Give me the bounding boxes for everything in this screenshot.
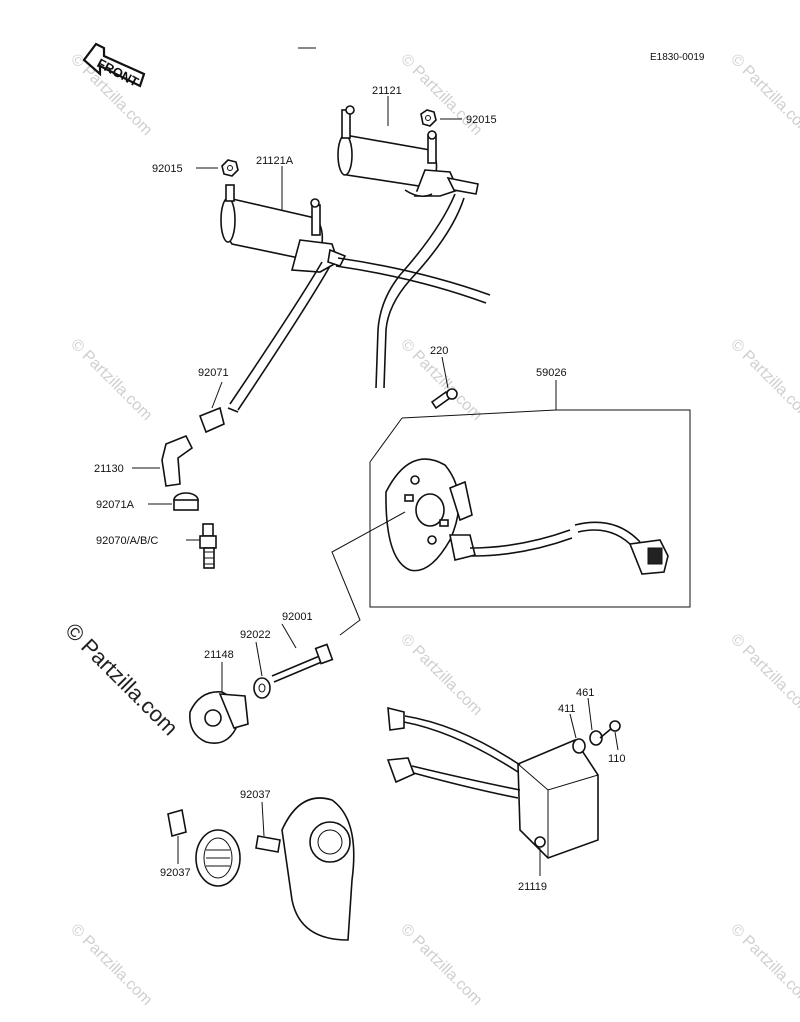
partzilla-watermark-large: © Partzilla.com [60,618,183,741]
watermark-text: © Partzilla.com [727,631,800,719]
label-21119: 21119 [518,881,547,893]
regulator-21119 [386,706,599,859]
generator-cover [281,797,355,941]
watermark-text: © Partzilla.com [397,921,485,1009]
watermark-text: © Partzilla.com [67,921,155,1009]
timing-advancer-21148 [189,691,249,744]
label-21130: 21130 [94,463,124,475]
ignition-coil-left [220,184,347,273]
washer-461 [589,730,603,746]
label-92015-right: 92015 [466,114,497,126]
cover-gasket [195,829,241,887]
bolt-110 [599,727,613,739]
label-92015-left: 92015 [152,163,183,175]
label-59026: 59026 [536,367,567,379]
washer-411 [572,738,586,754]
label-92037-bottom: 92037 [160,867,191,879]
watermark-text: © Partzilla.com [727,921,800,1009]
bolt-92001 [271,643,334,683]
label-92071: 92071 [198,367,229,379]
watermark-text: © Partzilla.com [67,336,155,424]
regulator-hardware [572,720,621,754]
pickup-coil-assembly [369,380,691,608]
label-21148: 21148 [204,649,234,661]
watermark-text: © Partzilla.com [727,51,800,139]
callout-labels: 21121 92015 92015 21121A 220 59026 92071… [94,85,626,893]
label-461: 461 [576,687,594,699]
label-92071A: 92071A [96,499,135,511]
diagram-code: E1830-0019 [650,52,705,63]
high-tension-leads [229,193,491,411]
spark-plug-cap-21130 [161,434,194,487]
label-92070: 92070/A/B/C [96,535,158,547]
nut-92015-left [221,159,239,177]
label-411: 411 [558,703,576,715]
watermark-text: © Partzilla.com [397,631,485,719]
label-21121: 21121 [372,85,402,97]
label-92001: 92001 [282,611,313,623]
callout-leaders [132,96,619,876]
label-110: 110 [608,753,626,765]
screw-220 [430,388,458,410]
ignition-coil-right [337,105,479,198]
clamp-92037-top [255,835,281,853]
cap-92071 [198,406,239,434]
watermark-text: © Partzilla.com [727,336,800,424]
label-92022: 92022 [240,629,271,641]
label-220: 220 [430,345,448,357]
leader-line [331,511,406,636]
cap-92071A [173,492,199,511]
washer-92022 [253,677,271,699]
label-21121A: 21121A [256,155,294,167]
nut-92015-right [420,109,437,127]
spark-plug-92070 [199,523,217,569]
label-92037-top: 92037 [240,789,271,801]
clamp-92037-bottom [167,808,187,838]
